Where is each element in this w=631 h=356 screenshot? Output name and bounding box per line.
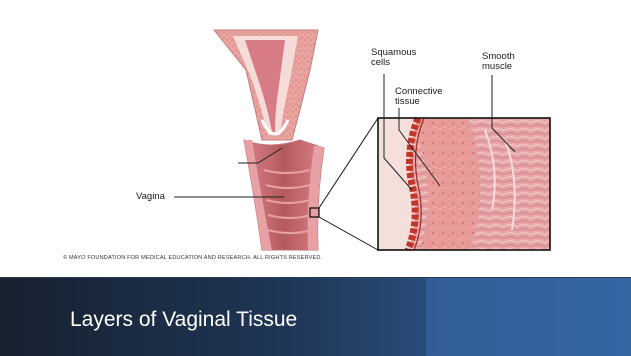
squamous-cells-label: Squamous cells xyxy=(371,48,416,68)
copyright-notice: © MAYO FOUNDATION FOR MEDICAL EDUCATION … xyxy=(63,255,322,261)
vaginal-canal xyxy=(244,140,324,250)
smooth-muscle-label: Smooth muscle xyxy=(482,52,515,72)
zoom-connector-top xyxy=(319,118,378,208)
title-bar-accent xyxy=(426,278,631,356)
anatomy-illustration xyxy=(0,0,631,277)
illustration-panel: Vagina Squamous cells Connective tissue … xyxy=(0,0,631,278)
zoom-connector-bottom xyxy=(319,217,378,250)
uterus-shape xyxy=(214,30,318,140)
tissue-inset xyxy=(378,118,550,250)
vagina-label: Vagina xyxy=(136,192,165,202)
slide-title: Layers of Vaginal Tissue xyxy=(70,308,297,332)
connective-tissue-label: Connective tissue xyxy=(395,87,443,107)
